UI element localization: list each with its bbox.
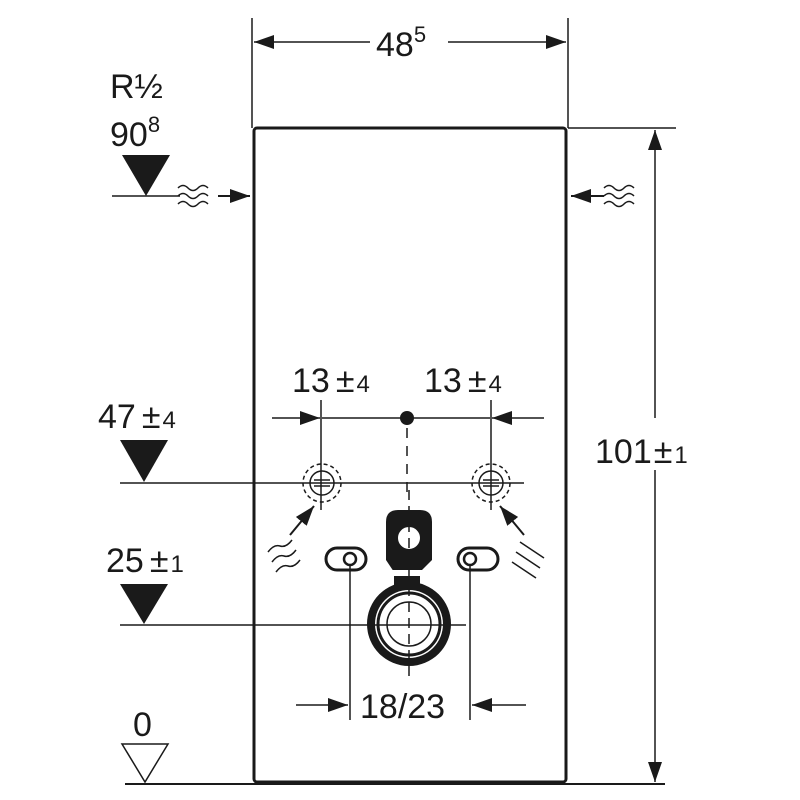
water-wave-icon (511, 541, 545, 579)
height-label: 101±1 (595, 433, 688, 471)
spacing-left-label: 13±4 (292, 362, 370, 400)
fixing-level: 47±4 (98, 398, 545, 579)
level-marker-filled (122, 155, 170, 196)
height-dimension: 101±1 (568, 127, 688, 782)
water-connection-left (302, 463, 342, 503)
water-supply-level: R½ 908 (110, 68, 635, 208)
level-marker-filled (120, 584, 168, 624)
thread-label: R½ (110, 68, 163, 106)
width-label: 485 (376, 22, 426, 64)
bolt-slot-right (456, 546, 500, 572)
drain-level: 25±1 (106, 542, 466, 626)
water-wave-icon (603, 184, 635, 208)
drain-connection (324, 490, 500, 720)
width-dimension: 485 (251, 18, 569, 128)
fixing-spacing-dimension: 13±4 13±4 (272, 362, 544, 510)
panel-outline (252, 126, 568, 784)
level-marker-filled (120, 440, 168, 482)
drain-level-label: 25±1 (106, 542, 184, 580)
water-wave-icon (267, 539, 301, 573)
floor-level-label: 0 (133, 706, 152, 744)
water-wave-icon (177, 184, 209, 208)
bolt-spacing-dimension: 18/23 (296, 688, 526, 726)
spacing-right-label: 13±4 (424, 362, 502, 400)
bolt-slot-left (324, 546, 368, 572)
bolt-spacing-label: 18/23 (360, 688, 445, 726)
water-connection-right (471, 463, 511, 503)
level-marker-outline (120, 743, 170, 784)
center-point (400, 411, 414, 425)
floor-level: 0 (120, 706, 170, 784)
water-level-label: 908 (110, 112, 160, 154)
fixing-level-label: 47±4 (98, 398, 176, 436)
